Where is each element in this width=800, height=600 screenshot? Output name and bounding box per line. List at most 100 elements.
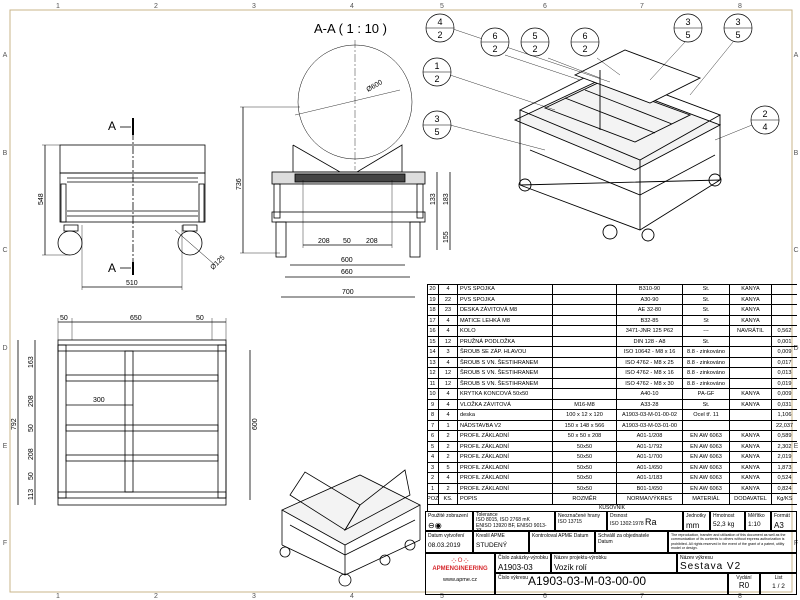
drawing-name-cell: Název výkresu Sestava V2 — [677, 553, 797, 573]
grid-row-label-right: E — [794, 443, 799, 450]
bom-cell — [772, 284, 797, 294]
project-label: Název projektu-výrobku — [554, 555, 607, 561]
item-balloon: 35 — [422, 110, 452, 140]
grid-col-label-top: 7 — [640, 3, 644, 10]
drawing-number-cell: Číslo výkresu A1903-03-M-03-00-00 — [495, 573, 728, 595]
bom-cell: 50x50 — [553, 462, 617, 472]
bom-cell: 50x50 — [553, 441, 617, 451]
bom-cell — [553, 305, 617, 315]
bom-cell: 1 — [427, 483, 439, 493]
bom-cell: 12 — [427, 368, 439, 378]
bom-cell: 10 — [427, 389, 439, 399]
bom-cell: 4 — [439, 389, 458, 399]
bom-cell: 17 — [427, 315, 439, 325]
bom-cell: 6 — [427, 431, 439, 441]
balloon-bottom: 2 — [492, 44, 497, 54]
revision-value: R0 — [738, 581, 750, 590]
bom-cell — [553, 326, 617, 336]
bom-cell: 0,031 — [777, 401, 792, 408]
dim-660: 660 — [341, 269, 353, 276]
bom-cell: PROFIL ZÁKLADNÍ — [458, 473, 553, 483]
bom-cell: POPIS — [458, 494, 553, 504]
grid-col-label-bottom: 8 — [738, 593, 742, 600]
dim-section-height: 736 — [236, 178, 243, 190]
drawn-value: STUDENÝ — [476, 542, 508, 549]
bom-cell — [730, 336, 772, 346]
bom-cell: DODAVATEL — [730, 494, 772, 504]
bom-cell: KANYA — [730, 315, 772, 325]
bom-cell: Ocel tř. 11 — [683, 410, 730, 420]
project-cell: Název projektu-výrobku Vozík rolí — [551, 553, 677, 573]
bom-cell: 50x50 — [553, 473, 617, 483]
dim-front-height: 548 — [38, 193, 45, 205]
bom-cell: ISO 4762 - M8 x 30 — [617, 378, 683, 388]
balloon-top: 6 — [582, 31, 587, 41]
dim-top-792: 792 — [11, 418, 18, 430]
balloon-bottom: 5 — [434, 127, 439, 137]
bom-cell: PVS SPOJKA — [458, 294, 553, 304]
bom-cell: ISO 4762 - M8 x 16 — [617, 368, 683, 378]
bom-cell: 0,524 — [777, 475, 792, 481]
bom-cell: 0,824 — [777, 485, 792, 492]
grid-row-label-right: B — [794, 150, 799, 157]
company-website[interactable]: www.apme.cz — [443, 577, 477, 583]
mass-cell: Hmotnost 52,3 kg — [710, 511, 745, 531]
balloon-top: 6 — [492, 31, 497, 41]
bom-cell: NORMA/VÝKRES — [617, 494, 683, 504]
bom-cell — [553, 315, 617, 325]
bom-cell: 4 — [427, 452, 439, 462]
bom-cell: ŠROUB S VN. ŠESTIHRANEM — [458, 368, 553, 378]
bom-cell: VLOŽKA ZÁVITOVÁ — [458, 399, 553, 409]
item-balloon: 35 — [723, 13, 753, 43]
balloon-bottom: 4 — [762, 122, 767, 132]
bom-cell: 8.8 - zinkováno — [683, 357, 730, 367]
bom-cell: 4 — [439, 399, 458, 409]
dim-top-50b: 50 — [28, 472, 35, 480]
bom-cell: A01-1/650 — [617, 462, 683, 472]
bom-cell: 2 — [439, 483, 458, 493]
bom-cell: 1,106 — [777, 412, 792, 418]
revision-label: Vydání — [736, 575, 752, 581]
dim-208-left: 208 — [318, 238, 330, 245]
grid-col-label-top: 2 — [154, 3, 158, 10]
grid-row-label-left: A — [3, 52, 8, 59]
bom-cell: 13 — [427, 357, 439, 367]
bom-cell: 100 x 12 x 120 — [553, 410, 617, 420]
balloon-bottom: 2 — [582, 44, 587, 54]
balloon-top: 1 — [434, 61, 439, 71]
bom-cell: 0,589 — [777, 433, 792, 439]
projection-symbol-icon: ⊖◉ — [428, 521, 442, 530]
sheet-frame — [9, 9, 793, 593]
approved-label: Schválil za objednatele — [598, 533, 650, 539]
balloon-top: 3 — [735, 17, 740, 27]
grid-row-label-left: F — [3, 540, 7, 547]
bom-cell: St. — [683, 294, 730, 304]
bom-cell: 3471-JNR 125 P62 — [617, 326, 683, 336]
bom-cell: KANYA — [730, 483, 772, 493]
bom-cell: EN AW 6063 — [683, 452, 730, 462]
isometric-view-assembly — [449, 27, 753, 242]
bom-cell: 0,001 — [777, 338, 792, 345]
grid-col-label-top: 4 — [350, 3, 354, 10]
bom-cell: M16-M8 — [553, 399, 617, 409]
bom-cell: 5 — [439, 462, 458, 472]
bom-cell: 50 x 50 x 208 — [553, 431, 617, 441]
bom-cell — [553, 389, 617, 399]
edges-cell: Neoznačené hrany ISO 13715 — [555, 511, 607, 531]
scale-cell: Měřítko 1:10 — [745, 511, 771, 531]
bom-cell: St — [683, 315, 730, 325]
bom-cell: B01-1/650 — [617, 483, 683, 493]
roughness-value: ISO 1302:1978 — [610, 521, 644, 527]
bom-cell: PROFIL ZÁKLADNÍ — [458, 441, 553, 451]
bom-cell: 2 — [427, 473, 439, 483]
drawing-name-label: Název výkresu — [680, 555, 713, 561]
dim-top-600: 600 — [252, 418, 259, 430]
drawn-cell: Kreslil APME STUDENÝ — [473, 531, 529, 553]
